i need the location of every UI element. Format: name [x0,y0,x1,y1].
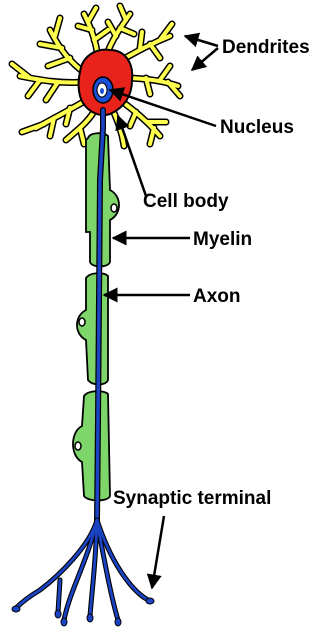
myelin-segment [77,273,108,384]
synaptic-terminal-arrow [152,516,164,588]
nucleus-label: Nucleus [220,118,294,137]
synaptic-terminal-label: Synaptic terminal [113,489,271,508]
cell-body-label: Cell body [143,192,229,211]
dendrites-arrow-lower [192,48,218,70]
myelin-label: Myelin [193,230,252,249]
synaptic-terminals [12,520,154,626]
axon-label: Axon [193,287,241,306]
dendrites-label: Dendrites [222,38,310,57]
dendrites-arrow-upper [185,36,218,46]
